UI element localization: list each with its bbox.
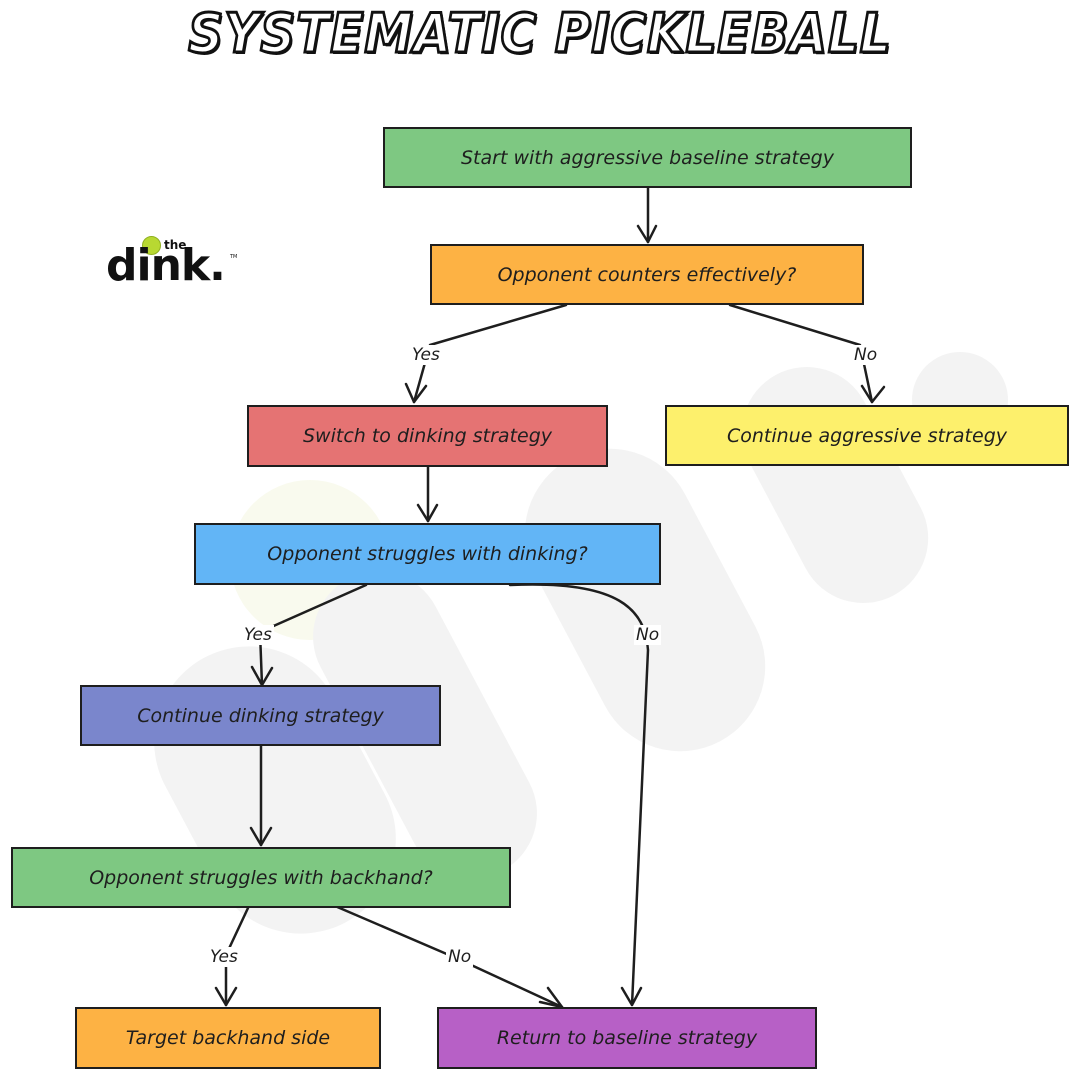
node-switch-dinking: Switch to dinking strategy [247, 405, 608, 467]
pickleball-icon [142, 236, 161, 255]
dink-logo: the dink. TM [106, 234, 246, 294]
node-continue-aggressive: Continue aggressive strategy [665, 405, 1069, 466]
edge-dinking-no [508, 583, 650, 1007]
arrowhead [636, 224, 658, 244]
arrowhead [214, 986, 238, 1007]
node-start: Start with aggressive baseline strategy [383, 127, 912, 188]
node-continue-dinking: Continue dinking strategy [80, 685, 441, 746]
node-counters: Opponent counters effectively? [430, 244, 864, 305]
node-struggles-backhand: Opponent struggles with backhand? [11, 847, 511, 908]
logo-word: dink. [106, 240, 226, 291]
node-struggles-dinking: Opponent struggles with dinking? [194, 523, 661, 585]
arrowhead [620, 986, 643, 1007]
edge-label-backhand-yes: Yes [208, 947, 240, 967]
edge-label-dinking-no: No [634, 625, 662, 645]
node-return-baseline: Return to baseline strategy [437, 1007, 817, 1069]
logo-tm: TM [230, 254, 238, 260]
edge-label-counters-no: No [852, 345, 880, 365]
edge-label-counters-yes: Yes [410, 345, 442, 365]
edge-counters-no [728, 303, 874, 404]
edge-dinking-yes [258, 583, 368, 687]
page-title: SYSTEMATIC PICKLEBALL [187, 1, 892, 67]
arrowhead [860, 384, 886, 404]
edge-label-dinking-yes: Yes [242, 625, 274, 645]
arrowhead [249, 826, 273, 847]
arrowhead [404, 382, 428, 404]
arrowhead [416, 503, 439, 523]
logo-the: the [164, 238, 187, 252]
edge-label-backhand-no: No [446, 947, 474, 967]
node-target-backhand: Target backhand side [75, 1007, 381, 1069]
